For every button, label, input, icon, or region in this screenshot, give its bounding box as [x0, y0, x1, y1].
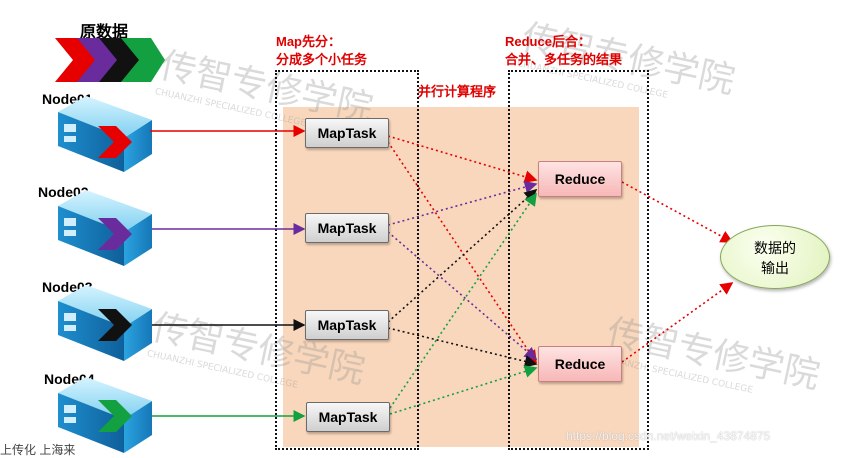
reduce-task-1: Reduce [538, 161, 622, 197]
map-task-2: MapTask [305, 213, 389, 243]
map3-to-reduce2-arrow [387, 327, 538, 368]
map-task-1: MapTask [305, 118, 389, 148]
map4-to-reduce2-arrow [389, 365, 538, 415]
reduce-stage-label: Reduce后合： 合并、多任务的结果 [505, 34, 623, 67]
map3-to-reduce1-arrow [387, 188, 538, 323]
server-node-4-icon [58, 377, 152, 453]
reduce-task-2: Reduce [538, 346, 622, 382]
map4-to-reduce1-arrow [389, 192, 537, 409]
reduce-stage-box [508, 70, 649, 450]
reduce2-to-output-arrow [621, 282, 734, 363]
map-task-3: MapTask [305, 310, 389, 340]
watermark-url: https://blog.csdn.net/weixin_43874875 [566, 429, 771, 443]
map2-to-reduce1-arrow [387, 180, 538, 226]
data-output-ellipse: 数据的 输出 [720, 225, 830, 289]
reduce1-to-output-arrow [621, 181, 734, 243]
map-stage-label: Map先分： 分成多个小任务 [276, 34, 368, 67]
legend-title: 原数据 [80, 24, 129, 41]
chevron-green-icon [121, 38, 165, 82]
map1-to-reduce2-arrow [387, 141, 537, 364]
corner-watermark-text: 上传化 上海来 [0, 443, 76, 457]
map-task-4: MapTask [306, 402, 390, 432]
map1-to-reduce1-arrow [387, 135, 538, 183]
server-node-1-icon [58, 96, 152, 172]
parallel-compute-label: 并行计算程序 [418, 84, 497, 99]
server-node-3-icon [58, 285, 152, 361]
server-node-2-icon [58, 190, 152, 266]
legend-chevrons [55, 38, 165, 82]
map-stage-box [275, 70, 419, 450]
